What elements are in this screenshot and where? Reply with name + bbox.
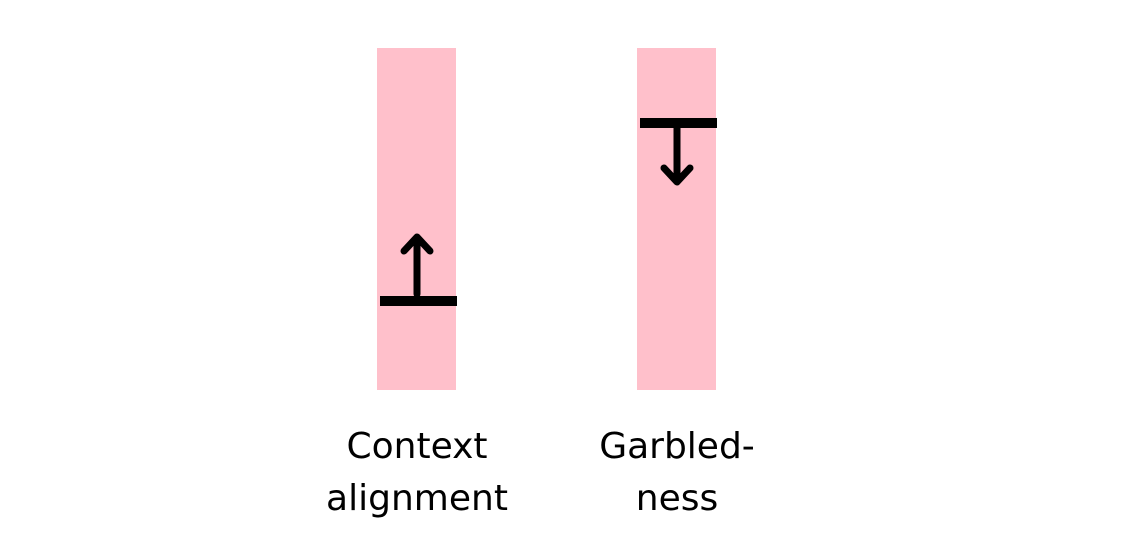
garbledness-label-line-2: ness [635, 478, 719, 519]
context-alignment-label: Context alignment [307, 421, 527, 525]
garbledness-bar [637, 48, 717, 390]
garbledness-label: Garbled- ness [567, 421, 787, 525]
context-alignment-threshold-line [380, 296, 457, 306]
context-alignment-bar [377, 48, 457, 390]
garbledness-threshold-line [640, 118, 717, 128]
up-arrow-icon [400, 233, 434, 298]
context-alignment-label-line-1: Context [346, 426, 488, 467]
down-arrow-icon [660, 124, 694, 186]
garbledness-label-line-1: Garbled- [599, 426, 755, 467]
context-alignment-label-line-2: alignment [326, 478, 508, 519]
